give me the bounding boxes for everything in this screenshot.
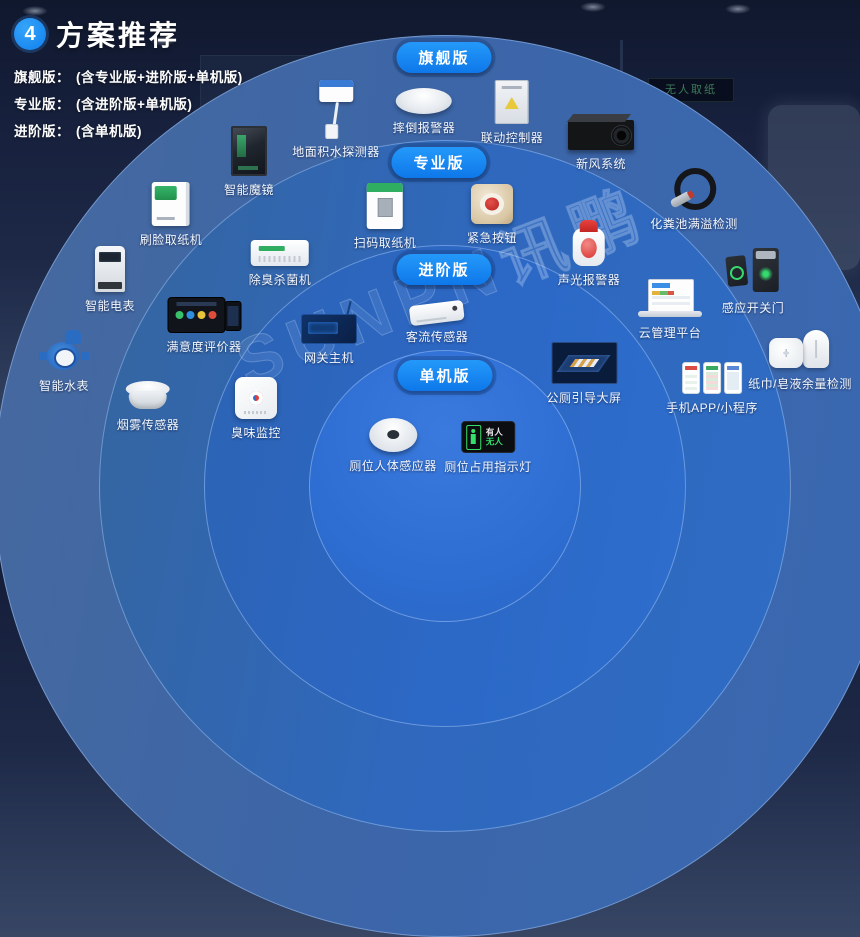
water-meter-icon: [38, 330, 89, 372]
flow-sensor-icon: [408, 299, 466, 327]
occupancy-sensor-icon: [368, 418, 417, 452]
tier-name: 进阶版：: [14, 124, 70, 139]
header: 4 方案推荐 旗舰版： (含专业版+进阶版+单机版) 专业版： (含进阶版+单机…: [14, 14, 243, 140]
product-label: 除臭杀菌机: [248, 273, 312, 287]
product-linkage-controller: 联动控制器: [481, 80, 544, 146]
product-scan-paper-dispenser: 扫码取纸机: [354, 183, 417, 251]
sensor-door-icon: [725, 248, 781, 294]
scan-paper-dispenser-icon: [366, 183, 403, 229]
product-label: 臭味监控: [230, 426, 282, 440]
pill-advanced: 进阶版: [396, 254, 492, 285]
tier-line-flagship: 旗舰版： (含专业版+进阶版+单机版): [14, 66, 243, 86]
product-label: 摔倒报警器: [392, 121, 456, 135]
occupied-text: 有人: [485, 427, 503, 437]
tier-name: 旗舰版：: [14, 70, 70, 85]
product-label: 厕位占用指示灯: [444, 460, 532, 474]
product-label: 云管理平台: [638, 326, 702, 340]
product-mobile-app: 手机APP/小程序: [666, 362, 758, 416]
product-fall-alarm: 摔倒报警器: [393, 88, 456, 136]
product-floor-water-detector: 地面积水探测器: [292, 80, 380, 160]
vacant-text: 无人: [485, 437, 503, 447]
product-cloud-platform: 云管理平台: [638, 279, 702, 341]
product-label: 刷脸取纸机: [139, 233, 203, 247]
product-occupancy-sensor: 厕位人体感应器: [349, 418, 437, 474]
tier-legend: 旗舰版： (含专业版+进阶版+单机版) 专业版： (含进阶版+单机版) 进阶版：…: [14, 66, 243, 140]
cloud-platform-icon: [638, 279, 702, 319]
product-fresh-air-system: 新风系统: [568, 120, 634, 172]
smoke-sensor-icon: [124, 381, 172, 411]
product-occupancy-indicator-light: 有人 无人 厕位占用指示灯: [444, 421, 532, 475]
tier-desc: (含单机版): [76, 124, 142, 139]
mobile-app-icon: [681, 362, 742, 394]
occupancy-indicator-icon: 有人 无人: [460, 421, 515, 453]
page-title: 方案推荐: [56, 20, 181, 51]
product-sensor-door: 感应开关门: [722, 248, 785, 316]
product-label: 新风系统: [575, 157, 626, 171]
product-label: 感应开关门: [721, 301, 785, 315]
odor-monitor-icon: [234, 377, 277, 419]
tissue-soap-icon: [769, 330, 831, 370]
pill-flagship: 旗舰版: [396, 42, 492, 73]
product-odor-monitor: 臭味监控: [231, 377, 281, 441]
fall-alarm-icon: [395, 88, 452, 114]
product-septic-overflow-detector: 化粪池满溢检测: [650, 166, 738, 232]
tier-line-advanced: 进阶版： (含单机版): [14, 120, 243, 140]
product-label: 地面积水探测器: [292, 145, 380, 159]
product-satisfaction-evaluator: 满意度评价器: [166, 295, 241, 355]
electric-meter-icon: [94, 246, 125, 292]
person-icon: [465, 424, 481, 450]
product-smart-mirror: 智能魔镜: [224, 126, 274, 198]
product-deodorizer: 除臭杀菌机: [249, 240, 312, 288]
product-face-paper-dispenser: 刷脸取纸机: [140, 182, 203, 248]
smart-mirror-icon: [230, 126, 267, 176]
product-label: 厕位人体感应器: [349, 459, 437, 473]
product-label: 网关主机: [303, 351, 354, 365]
satisfaction-evaluator-icon: [166, 295, 241, 333]
pill-standalone: 单机版: [397, 360, 493, 391]
deodorizer-icon: [250, 240, 309, 266]
ceiling-light: [580, 2, 606, 12]
guidance-screen-icon: [550, 342, 617, 384]
product-label: 智能电表: [84, 299, 136, 313]
product-label: 联动控制器: [480, 131, 544, 145]
tier-line-professional: 专业版： (含进阶版+单机版): [14, 93, 243, 113]
product-label: 化粪池满溢检测: [650, 217, 738, 231]
ceiling-light: [725, 4, 751, 14]
tier-desc: (含进阶版+单机版): [76, 97, 193, 112]
section-number-badge: 4: [14, 18, 46, 50]
water-detector-icon: [313, 80, 359, 139]
product-label: 紧急按钮: [466, 231, 518, 245]
product-passenger-flow-sensor: 客流传感器: [405, 299, 469, 345]
product-label: 声光报警器: [557, 273, 621, 287]
tier-desc: (含专业版+进阶版+单机版): [76, 70, 243, 85]
product-label: 公厕引导大屏: [546, 391, 622, 405]
product-label: 智能魔镜: [223, 183, 275, 197]
gateway-icon: [301, 314, 357, 344]
product-guidance-screen: 公厕引导大屏: [546, 342, 621, 406]
product-smart-water-meter: 智能水表: [38, 330, 90, 394]
product-label: 手机APP/小程序: [666, 401, 758, 415]
product-smoke-sensor: 烟雾传感器: [117, 381, 180, 433]
tier-name: 专业版：: [14, 97, 70, 112]
emergency-button-icon: [470, 184, 513, 224]
product-gateway-host: 网关主机: [301, 314, 357, 366]
septic-probe-icon: [668, 166, 720, 210]
product-label: 客流传感器: [405, 330, 469, 344]
product-label: 扫码取纸机: [353, 236, 417, 250]
product-sound-light-alarm: 声光报警器: [558, 218, 621, 288]
product-smart-electric-meter: 智能电表: [85, 246, 135, 314]
product-emergency-button: 紧急按钮: [467, 184, 517, 246]
product-label: 智能水表: [38, 379, 90, 393]
pill-professional: 专业版: [391, 147, 487, 178]
product-tissue-soap-level-detector: 纸巾/皂液余量检测: [748, 330, 852, 392]
face-paper-dispenser-icon: [151, 182, 190, 226]
product-label: 纸巾/皂液余量检测: [748, 377, 852, 391]
fresh-air-icon: [568, 120, 634, 150]
product-label: 满意度评价器: [166, 340, 242, 354]
sound-light-alarm-icon: [569, 218, 609, 266]
linkage-controller-icon: [494, 80, 529, 124]
product-label: 烟雾传感器: [116, 418, 180, 432]
